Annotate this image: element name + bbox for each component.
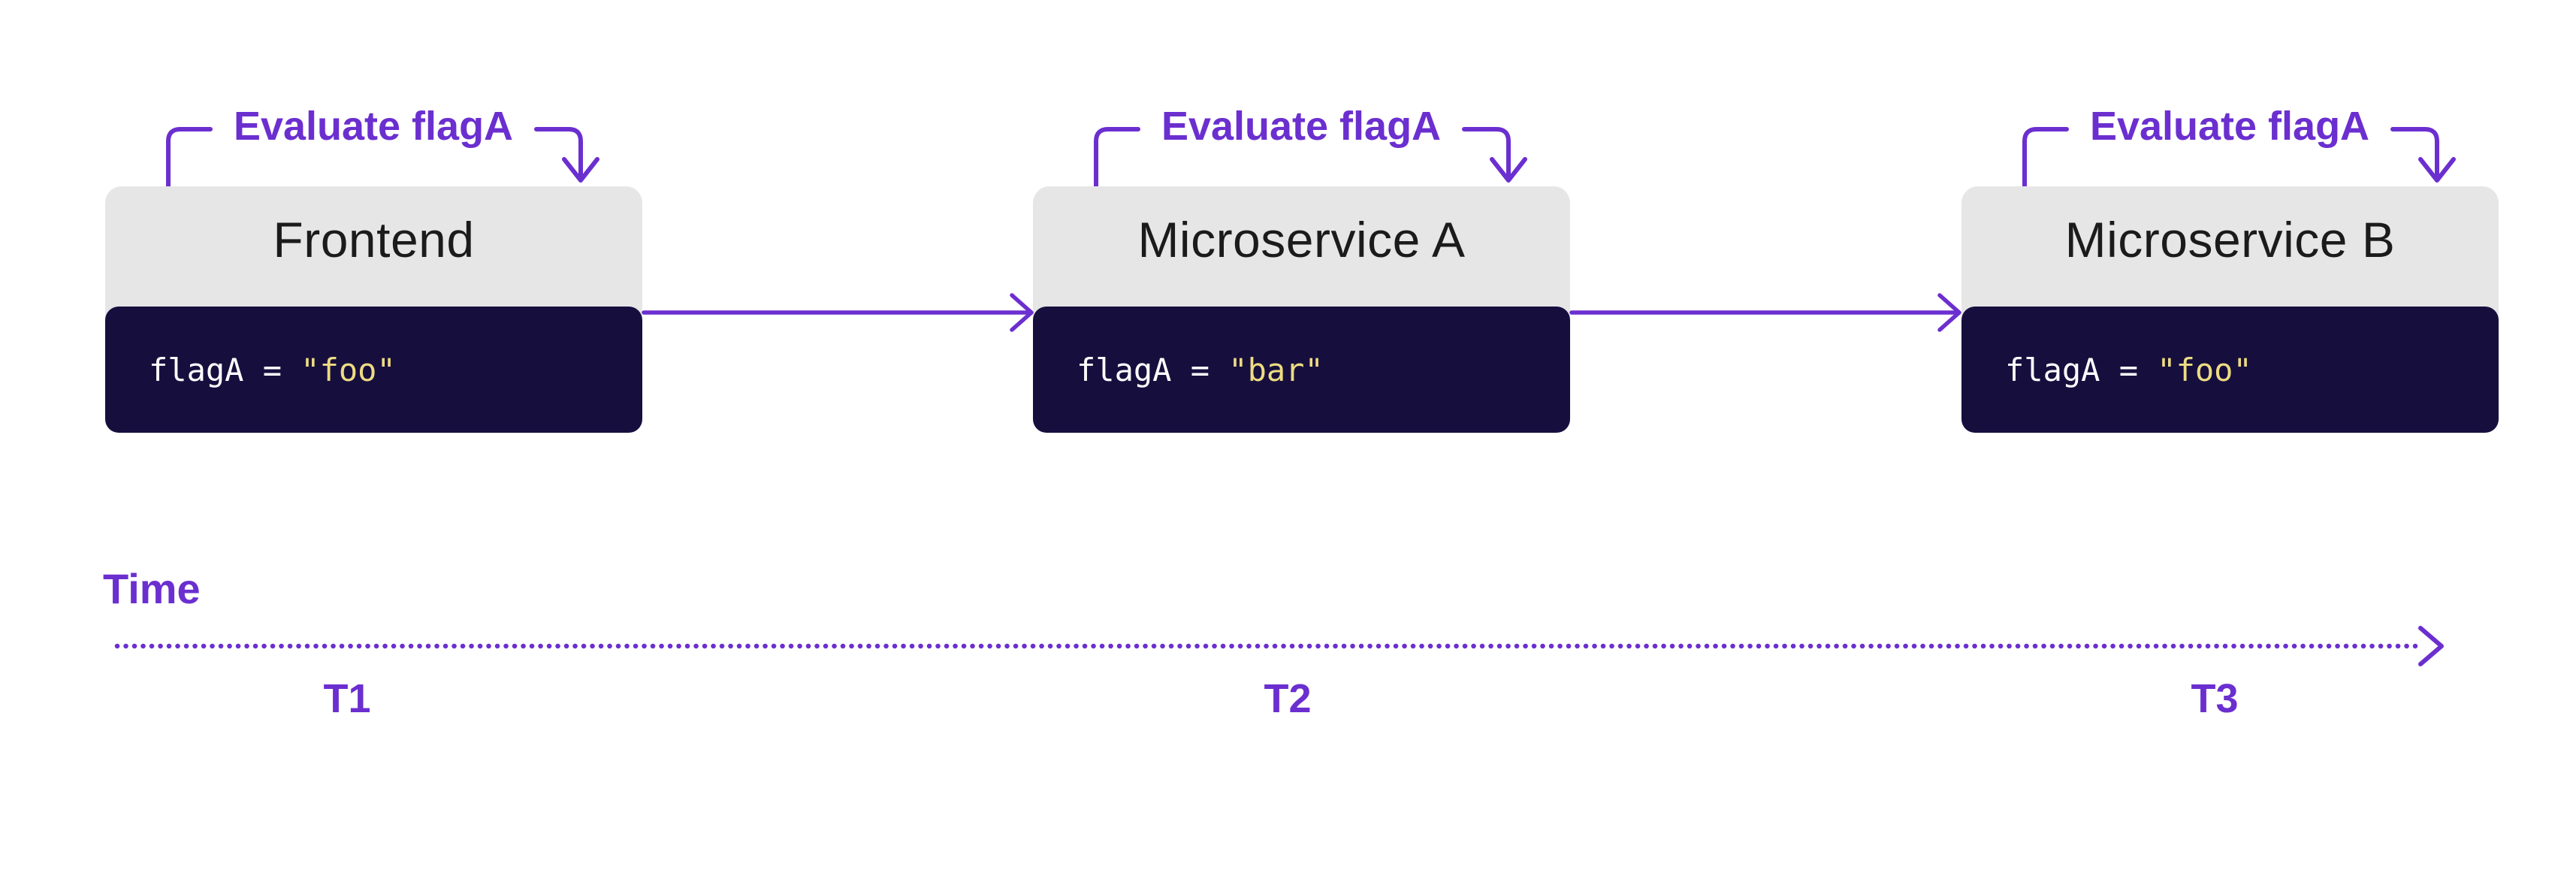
annotation-bracket-right	[534, 127, 583, 181]
annotation-bracket-left	[2022, 127, 2069, 189]
service-name: Microservice A	[1137, 212, 1466, 267]
flag-code-block: flagA = "foo"	[1961, 307, 2499, 433]
flow-arrowhead-icon	[1937, 293, 1961, 332]
timeline-tick-t1: T1	[323, 676, 371, 721]
annotation-arrow-down-icon	[2418, 157, 2456, 183]
annotation-label: Evaluate flagA	[234, 104, 513, 149]
flow-arrowhead-icon	[1010, 293, 1034, 332]
flag-assignment: flagA =	[1077, 351, 1229, 388]
service-card-header: Microservice A	[1033, 186, 1570, 319]
annotation-bracket-left	[1094, 127, 1140, 189]
evaluate-annotation-microservice-a: Evaluate flagA	[1094, 104, 1527, 189]
evaluate-annotation-microservice-b: Evaluate flagA	[2022, 104, 2456, 189]
service-name: Microservice B	[2064, 212, 2396, 267]
flow-arrow-a-to-b	[1569, 293, 1961, 332]
timeline-tick-t3: T3	[2191, 676, 2239, 721]
flag-code-block: flagA = "bar"	[1033, 307, 1570, 433]
service-card-header: Microservice B	[1961, 186, 2499, 319]
flag-value: "foo"	[2157, 351, 2252, 388]
timeline-tick-t2: T2	[1264, 676, 1312, 721]
service-card-microservice-a: Microservice A flagA = "bar"	[1033, 186, 1570, 433]
timeline-axis-label: Time	[103, 565, 201, 612]
evaluate-annotation-frontend: Evaluate flagA	[166, 104, 599, 189]
annotation-label: Evaluate flagA	[2090, 104, 2369, 149]
flag-assignment: flagA =	[149, 351, 301, 388]
timeline-arrowhead-icon	[2418, 626, 2444, 666]
flag-code-block: flagA = "foo"	[105, 307, 642, 433]
flow-arrow-frontend-to-a	[642, 293, 1034, 332]
annotation-label: Evaluate flagA	[1161, 104, 1441, 149]
flag-value: "foo"	[300, 351, 396, 388]
annotation-arrow-down-icon	[562, 157, 599, 183]
service-card-microservice-b: Microservice B flagA = "foo"	[1961, 186, 2499, 433]
flag-assignment: flagA =	[2005, 351, 2158, 388]
annotation-arrow-down-icon	[1490, 157, 1527, 183]
service-card-header: Frontend	[105, 186, 642, 319]
annotation-bracket-left	[166, 127, 213, 189]
flag-value: "bar"	[1228, 351, 1324, 388]
annotation-bracket-right	[1462, 127, 1511, 181]
timeline-axis	[114, 626, 2444, 666]
annotation-bracket-right	[2390, 127, 2439, 181]
service-card-frontend: Frontend flagA = "foo"	[105, 186, 642, 433]
service-name: Frontend	[273, 212, 475, 267]
